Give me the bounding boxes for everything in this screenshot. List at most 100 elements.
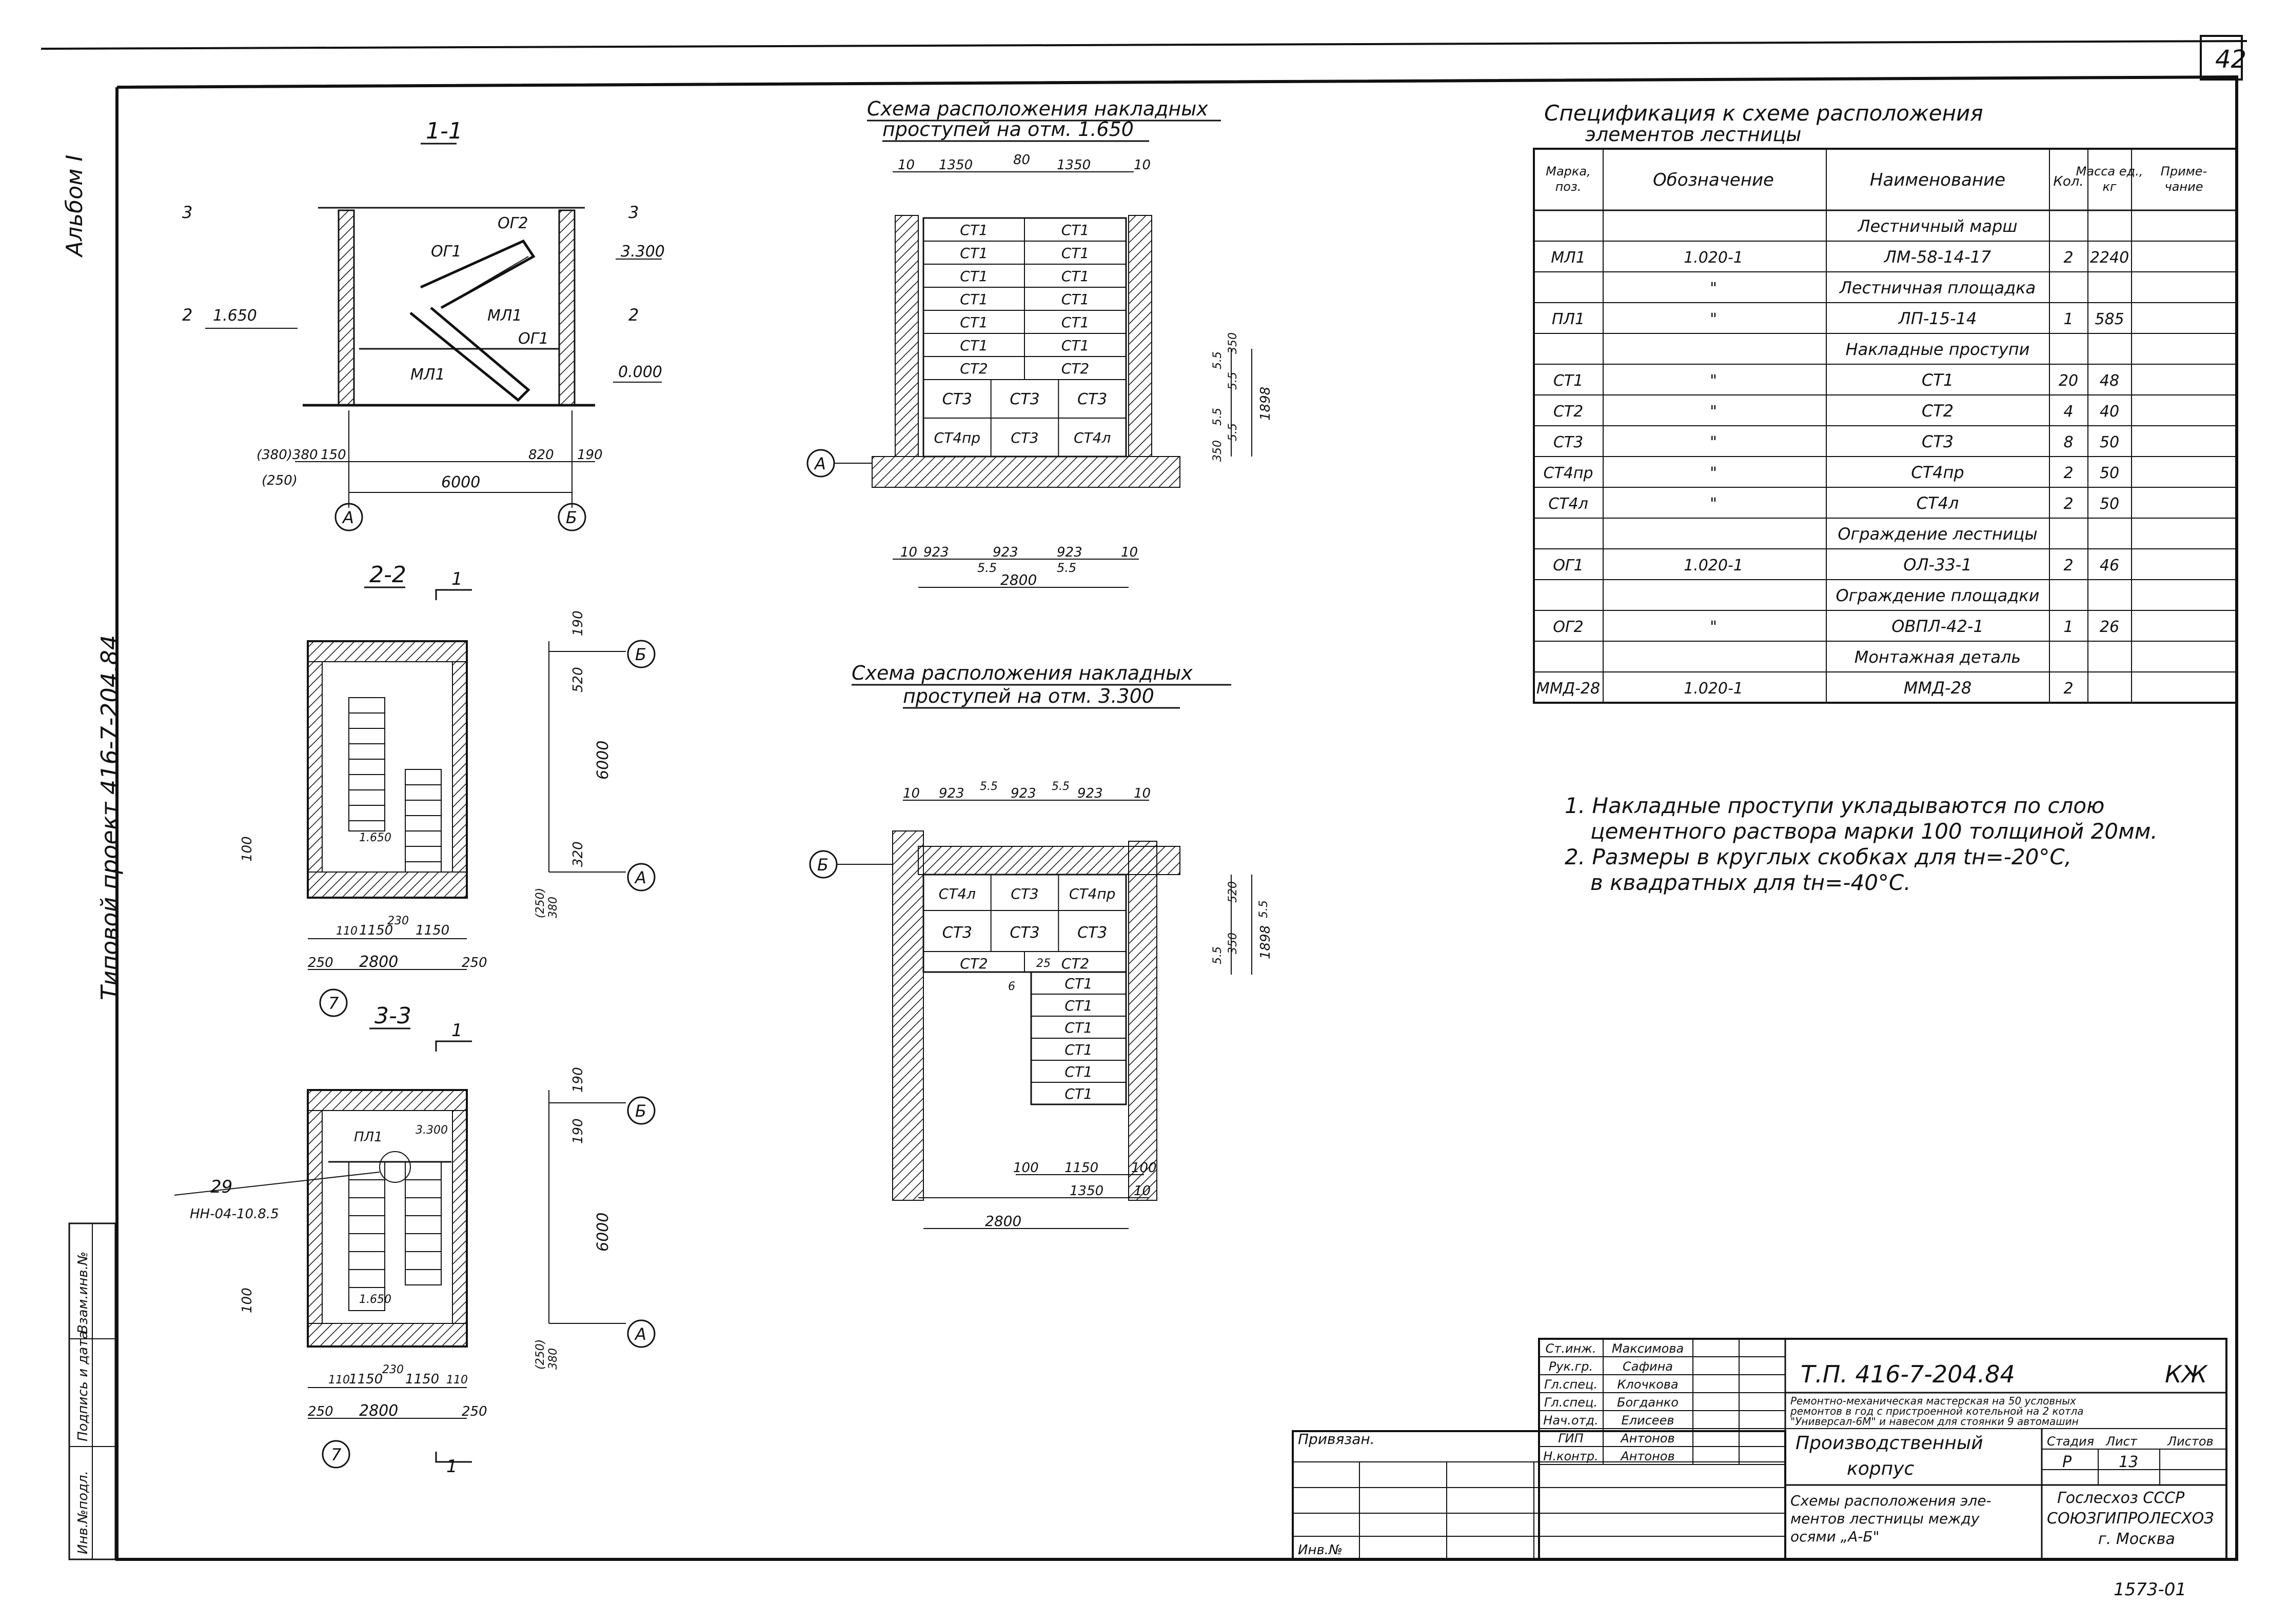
spec-cell: 50 (2100, 433, 2119, 451)
level-0000: 0.000 (618, 363, 662, 381)
svg-text:1150: 1150 (416, 923, 449, 938)
tread-cell: СТ1 (960, 268, 988, 285)
spec-cell: СТ2 (1922, 401, 1954, 421)
svg-text:190: 190 (570, 1067, 586, 1093)
flight-plan-left (348, 697, 385, 831)
svg-text:230: 230 (382, 1363, 404, 1376)
svg-text:ментов лестницы между: ментов лестницы между (1790, 1510, 1980, 1527)
upper-flight (420, 239, 536, 309)
spec-cell: ММД-28 (1536, 680, 1600, 698)
tread-cell: СТ1 (1064, 1063, 1092, 1080)
svg-text:923: 923 (1011, 786, 1036, 801)
svg-text:Р: Р (2062, 1453, 2072, 1471)
svg-text:7: 7 (331, 1445, 342, 1464)
svg-text:МЛ1: МЛ1 (487, 307, 522, 325)
svg-text:250: 250 (462, 1404, 487, 1419)
spec-header-cont: кг (2102, 180, 2116, 194)
spec-header: Наименование (1870, 170, 2005, 190)
spec-cell: СТ2 (1553, 403, 1583, 421)
svg-text:1: 1 (451, 1020, 463, 1041)
svg-text:6000: 6000 (594, 741, 612, 780)
svg-text:7: 7 (328, 994, 339, 1013)
tread-cell: СТ2 (1061, 955, 1089, 972)
scheme-level-1650: Схема расположения накладных проступей н… (806, 97, 1273, 588)
note-1: 1. Накладные проступи укладываются по сл… (1565, 793, 2104, 818)
svg-text:(250): (250) (534, 1339, 547, 1370)
notes: 1. Накладные проступи укладываются по сл… (1565, 793, 2158, 895)
svg-text:2800: 2800 (985, 1213, 1021, 1230)
tread-cell: СТ1 (1061, 337, 1089, 354)
svg-text:2: 2 (182, 305, 192, 325)
tread-cell: СТ1 (960, 245, 988, 262)
spec-cell: 26 (2100, 618, 2119, 636)
spec-cell: ОГ1 (1553, 557, 1583, 575)
signature-name: Максимова (1612, 1341, 1684, 1356)
svg-text:ПЛ1: ПЛ1 (354, 1130, 383, 1145)
svg-text:6: 6 (1008, 980, 1015, 993)
svg-text:1150: 1150 (405, 1372, 439, 1387)
tread-cell: СТ3 (1010, 924, 1039, 942)
spec-cell: ЛП-15-14 (1898, 309, 1977, 328)
svg-text:10: 10 (903, 786, 920, 801)
svg-text:1.650: 1.650 (359, 1293, 391, 1306)
spec-header: Обозначение (1653, 170, 1774, 190)
spec-cell: 2240 (2090, 249, 2129, 267)
svg-text:1350: 1350 (939, 157, 973, 173)
tread-cell: СТ1 (1064, 1041, 1092, 1058)
svg-text:13: 13 (2119, 1453, 2138, 1471)
sheet-number: 42 (2215, 45, 2246, 74)
signature-name: Сафина (1623, 1359, 1673, 1374)
svg-text:100: 100 (240, 1288, 255, 1313)
svg-text:корпус: корпус (1847, 1458, 1914, 1479)
sheet-frame (41, 35, 2247, 1561)
spec-cell: " (1710, 310, 1717, 328)
svg-text:350: 350 (1227, 933, 1239, 954)
tread-cell: СТ4пр (1069, 885, 1116, 902)
svg-text:Б: Б (817, 855, 829, 875)
svg-text:Гослесхоз СССР: Гослесхоз СССР (2057, 1489, 2185, 1507)
svg-text:г. Москва: г. Москва (2098, 1530, 2175, 1548)
svg-text:3.300: 3.300 (416, 1124, 448, 1137)
stamp-replace: Взам.инв.№ (75, 1252, 91, 1334)
spec-cell: Монтажная деталь (1855, 647, 2021, 667)
svg-text:380: 380 (547, 1348, 560, 1370)
svg-text:Лист: Лист (2105, 1434, 2138, 1449)
spec-cell: 2 (2063, 249, 2073, 267)
bottom-code: 1573-01 (2114, 1579, 2186, 1600)
axis-b-marker (558, 503, 586, 531)
svg-text:Ремонтно-механическая мастерск: Ремонтно-механическая мастерская на 50 у… (1790, 1395, 2076, 1407)
spec-cell: " (1710, 495, 1717, 513)
spec-cell: " (1710, 618, 1717, 636)
specification: Спецификация к схеме расположения элемен… (1533, 101, 2238, 704)
svg-text:10: 10 (1121, 545, 1138, 560)
svg-text:проступей на отм. 3.300: проступей на отм. 3.300 (903, 685, 1154, 707)
signature-name: Елисеев (1622, 1413, 1674, 1428)
svg-text:МЛ1: МЛ1 (410, 366, 445, 384)
signature-name: Антонов (1620, 1449, 1674, 1463)
svg-text:6000: 6000 (594, 1213, 612, 1252)
spec-cell: ММД-28 (1904, 678, 1971, 698)
svg-text:110: 110 (446, 1374, 468, 1387)
tread-cell: СТ1 (1061, 291, 1089, 308)
spec-cell: 4 (2063, 403, 2073, 421)
svg-text:2800: 2800 (359, 953, 398, 971)
svg-text:ОГ1: ОГ1 (431, 243, 461, 261)
svg-text:5.5: 5.5 (1057, 561, 1076, 575)
svg-text:110: 110 (336, 925, 358, 938)
spec-cell: 1 (2063, 310, 2073, 328)
note-1-cont: цементного раствора марки 100 толщиной 2… (1590, 819, 2158, 844)
project-code: Т.П. 416-7-204.84 (1801, 1360, 2015, 1388)
svg-text:2800: 2800 (1000, 571, 1037, 588)
spec-header: Масса ед., (2076, 164, 2143, 179)
svg-text:190: 190 (570, 1118, 586, 1144)
svg-text:100: 100 (1013, 1160, 1039, 1176)
spec-cell: 8 (2063, 433, 2073, 451)
svg-text:29: 29 (210, 1177, 232, 1197)
svg-text:3: 3 (182, 203, 192, 222)
tread-cell: СТ2 (960, 955, 988, 972)
spec-cell: " (1710, 433, 1717, 451)
svg-text:1: 1 (451, 569, 463, 589)
